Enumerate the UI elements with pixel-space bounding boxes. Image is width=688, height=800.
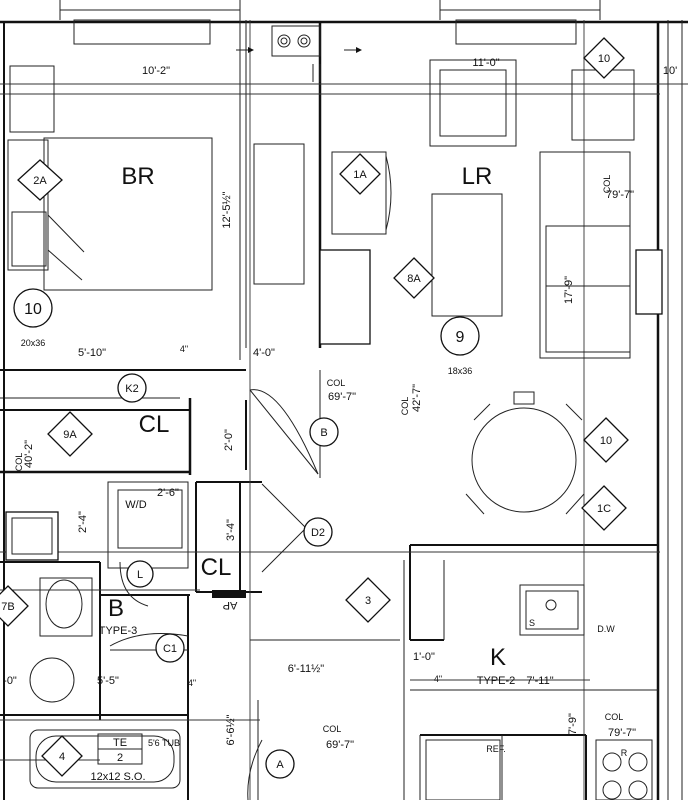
svg-text:4: 4 (59, 751, 65, 763)
svg-text:2A: 2A (33, 175, 47, 187)
doors (109, 389, 319, 800)
dim-lr-width: 11'-0" (472, 57, 499, 69)
col-value-6: 79'-7" (608, 727, 636, 739)
dim-hall-len: 6'-11½" (288, 663, 324, 675)
circle-tag-10: 10 (13, 288, 53, 328)
svg-text:7B: 7B (1, 601, 14, 613)
tag-9a: 9A (47, 411, 93, 457)
dim-br-width: 10'-2" (142, 65, 170, 77)
room-label-cl-lower: CL (201, 554, 232, 581)
dim-lr-right: 10' (663, 65, 677, 77)
svg-text:9: 9 (456, 329, 465, 346)
dim-bath-4in: 4" (188, 678, 196, 688)
dim-left-0: -0" (3, 675, 17, 687)
dim-br-depth: 12'-5½" (221, 191, 233, 228)
bath-type: TYPE-3 (99, 625, 138, 637)
col-label-6: COL (605, 712, 624, 722)
svg-text:1C: 1C (597, 503, 611, 515)
living-furniture (319, 59, 663, 515)
dim-bath-5ft: 5'-5" (97, 675, 119, 687)
col-label-5: COL (323, 724, 342, 734)
tag-8a: 8A (393, 257, 435, 299)
svg-text:L: L (137, 569, 143, 581)
tag-1a: 1A (339, 153, 381, 195)
circle-tag-d2: D2 (303, 517, 333, 547)
svg-text:D2: D2 (311, 527, 325, 539)
circle-tag-c1: C1 (155, 633, 185, 663)
dim-kit-1ft: 1'-0" (413, 651, 435, 663)
svg-text:B: B (320, 427, 327, 439)
note-20x36: 20x36 (21, 338, 46, 348)
dim-wd-size: 2'-6" (157, 487, 179, 499)
circle-tag-b: B (309, 417, 339, 447)
dim-br-closet: 5'-10" (78, 347, 106, 359)
room-label-cl-upper: CL (139, 411, 170, 438)
svg-text:C1: C1 (163, 643, 177, 655)
col-label-2: COL (327, 378, 346, 388)
dim-lower-6ft: 6'-6½" (225, 714, 237, 745)
kitchen-type: TYPE-2 (477, 675, 516, 687)
svg-text:K2: K2 (125, 383, 138, 395)
tag-10-mid: 10 (583, 417, 629, 463)
note-dw: D.W (597, 624, 615, 634)
svg-text:3: 3 (365, 595, 371, 607)
tag-10-top: 10 (583, 37, 625, 79)
note-18x36: 18x36 (448, 366, 473, 376)
col-label-4: COL (14, 453, 24, 472)
note-so: 12x12 S.O. (90, 771, 145, 783)
appliances (5, 489, 653, 800)
tag-7b: 7B (0, 585, 29, 627)
svg-text:8A: 8A (407, 273, 421, 285)
note-s: S (529, 618, 535, 628)
dim-hall-2ft: 2'-0" (223, 429, 235, 451)
tag-4: 4 (41, 735, 83, 777)
circle-tag-9: 9 (440, 316, 480, 356)
dim-kit-4in: 4" (434, 674, 442, 684)
circle-tag-l: L (126, 560, 154, 588)
svg-text:1A: 1A (353, 169, 367, 181)
top-fixtures (73, 19, 577, 82)
col-value-1: 79'-7" (606, 189, 634, 201)
col-value-2: 69'-7" (328, 391, 356, 403)
grid-lines (0, 20, 688, 800)
room-label-br: BR (121, 163, 154, 190)
note-ref: REF. (486, 744, 506, 754)
dim-lower-7ft: 7'-9" (567, 713, 579, 735)
svg-text:10: 10 (598, 53, 610, 65)
dim-br-wall: 4'-0" (253, 347, 275, 359)
dim-cl-depth: 3'-4" (225, 519, 237, 541)
tag-3: 3 (345, 577, 391, 623)
note-te: TE (113, 737, 127, 749)
tag-1c: 1C (581, 485, 627, 531)
note-te-num: 2 (117, 752, 123, 764)
circle-tag-k2: K2 (117, 373, 147, 403)
tag-2a: 2A (17, 159, 63, 201)
room-label-bath: B (108, 595, 124, 622)
bedroom-furniture (7, 65, 392, 291)
svg-text:10: 10 (600, 435, 612, 447)
svg-text:10: 10 (24, 301, 42, 318)
room-label-kitchen: K (490, 644, 506, 671)
note-ap: AP (223, 599, 238, 611)
dim-kit-width: 7'-11" (526, 675, 553, 687)
note-r: R (621, 748, 628, 758)
room-label-lr: LR (462, 163, 493, 190)
svg-text:A: A (276, 759, 284, 771)
note-tub: 5'6 TUB (148, 738, 180, 748)
svg-text:9A: 9A (63, 429, 77, 441)
note-wd: W/D (125, 499, 146, 511)
circle-tag-a: A (265, 749, 295, 779)
col-value-3: 42'-7" (411, 384, 423, 412)
dim-wd-left: 2'-4" (77, 511, 89, 533)
col-label-3: COL (400, 397, 410, 416)
col-value-4: 40'-2" (23, 440, 35, 468)
dim-br-4in: 4" (180, 344, 188, 354)
dim-sofa: 17'-9" (563, 276, 575, 304)
col-label-1: COL (602, 175, 612, 194)
col-value-5: 69'-7" (326, 739, 354, 751)
